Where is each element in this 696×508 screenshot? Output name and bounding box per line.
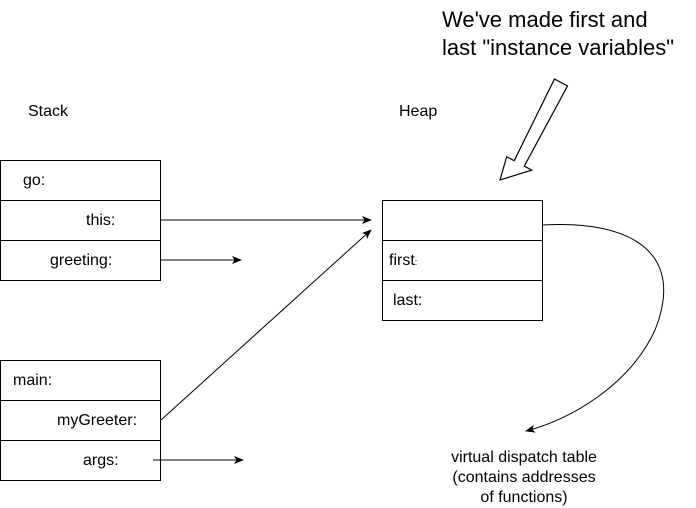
mygreeter-pointer-arrow [160, 229, 372, 421]
heap-label: Heap [399, 103, 438, 120]
first-label: first [389, 251, 415, 269]
first-suffix: : [414, 256, 418, 267]
vtable-line-2: (contains addresses [452, 469, 596, 486]
go-frame-header: go: [0, 160, 161, 201]
greeting-slot: greeting: [0, 240, 161, 281]
main-frame-header: main: [0, 360, 161, 401]
first-field-text: first: [389, 252, 417, 270]
main-label: main: [13, 371, 53, 389]
stack-label: Stack [28, 103, 69, 120]
annotation-line-1: We've made first and [442, 7, 648, 32]
args-label: args: [83, 451, 119, 469]
annotation-line-2: last "instance variables" [442, 35, 675, 60]
annotation-arrow [499, 78, 569, 181]
this-slot: this: [0, 200, 161, 241]
first-field: first: [382, 240, 543, 281]
this-label: this: [86, 211, 116, 229]
mygreeter-label: myGreeter: [57, 411, 138, 429]
last-field: last: [382, 280, 543, 321]
go-label: go: [23, 171, 46, 189]
annotation-text: We've made first and last "instance varia… [442, 6, 674, 62]
vtable-line-1: virtual dispatch table [451, 449, 597, 466]
args-slot: args: [0, 440, 161, 481]
vtable-line-3: of functions) [480, 489, 568, 506]
last-label: last: [393, 291, 423, 309]
vtable-pointer-arrow [525, 224, 665, 433]
greeting-label: greeting: [50, 251, 113, 269]
vtable-caption: virtual dispatch table (contains address… [424, 448, 624, 508]
